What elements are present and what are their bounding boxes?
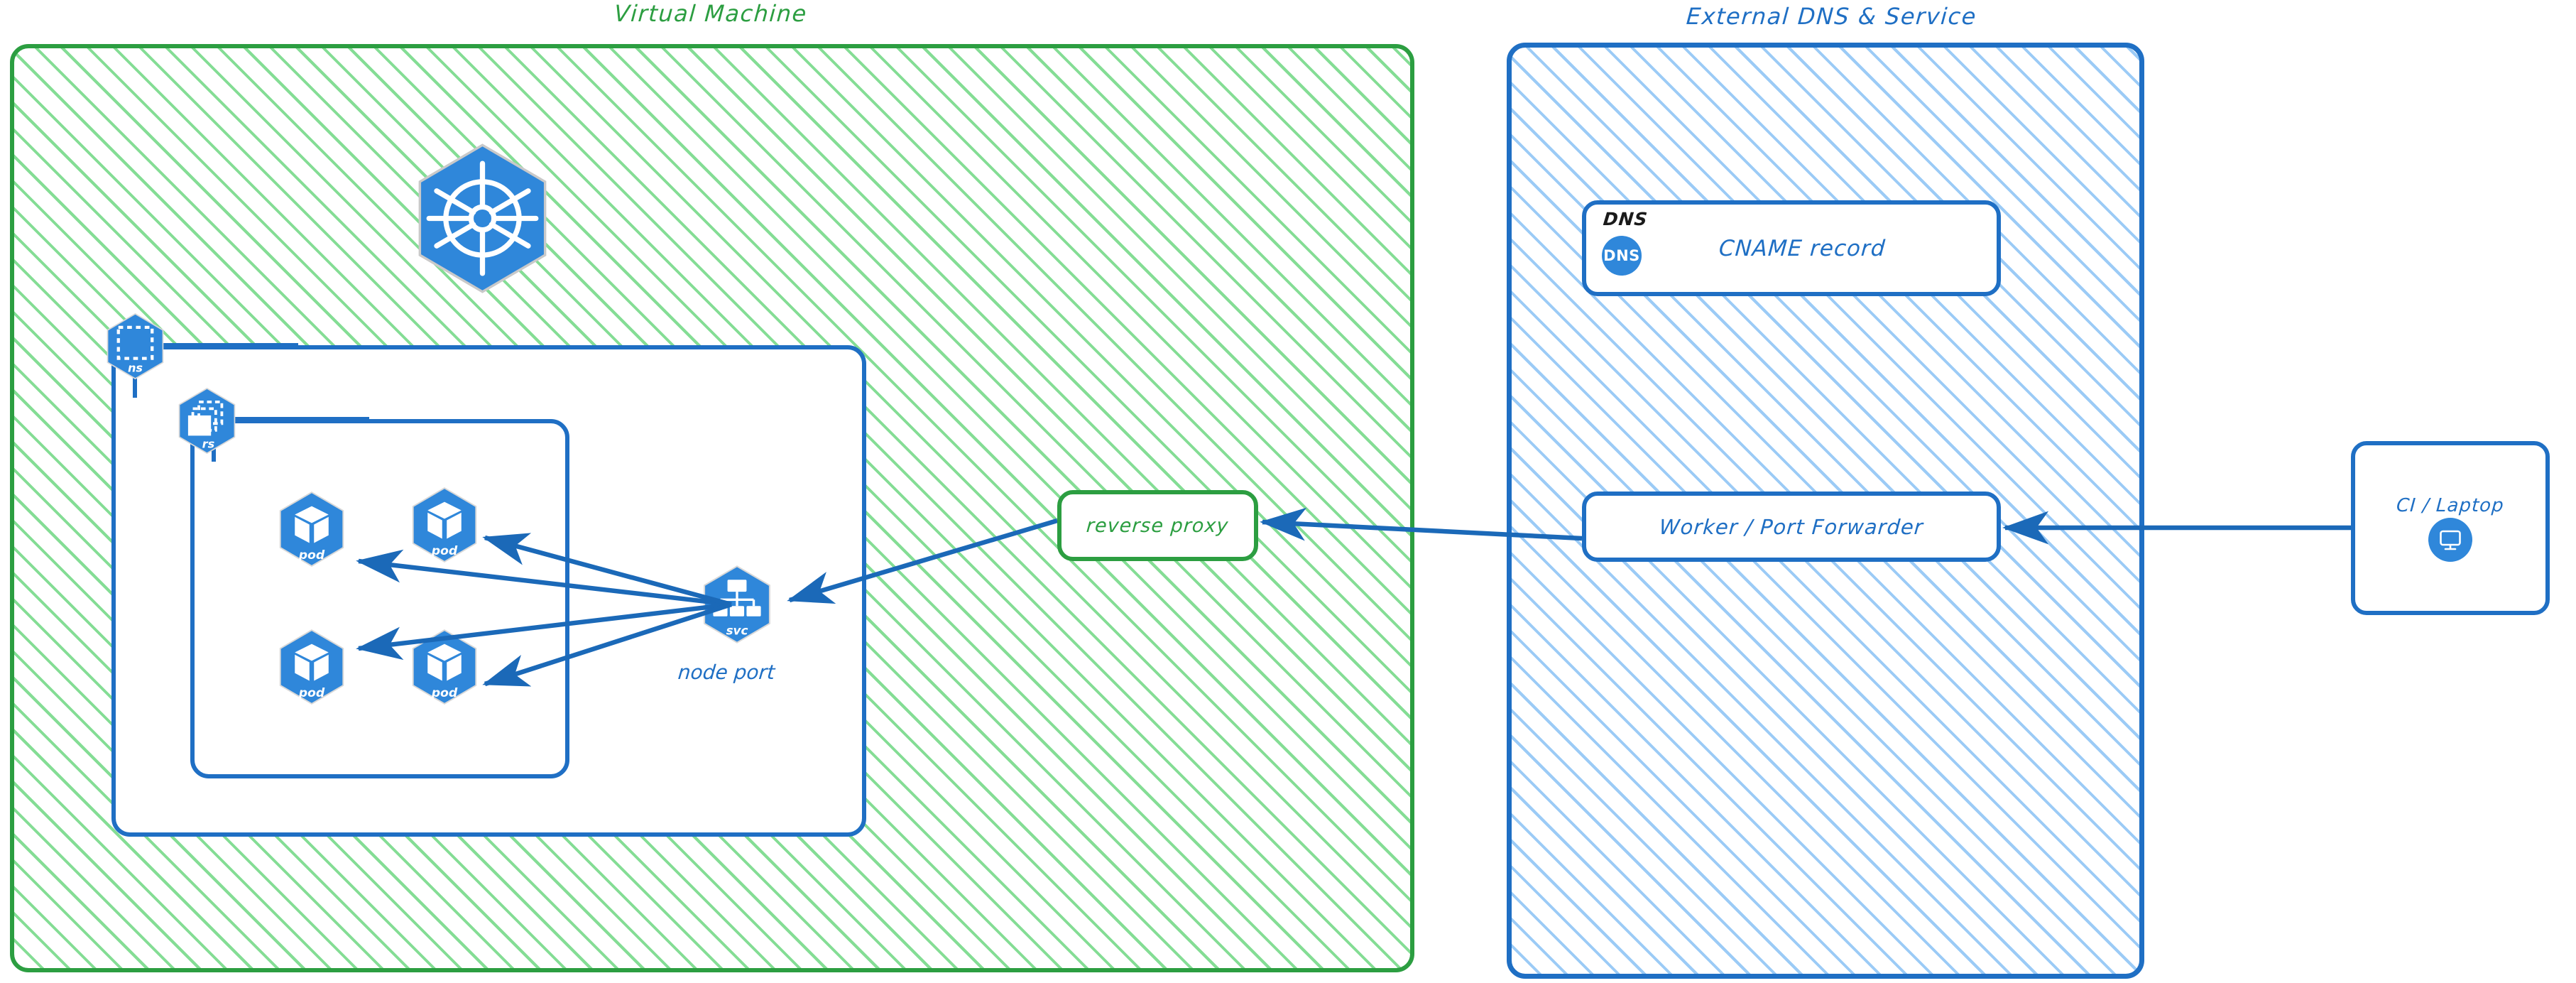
replicaset-box bbox=[190, 419, 569, 778]
external-zone-title: External DNS & Service bbox=[1685, 3, 1978, 30]
monitor-icon bbox=[2428, 517, 2472, 562]
pod-icon-2: pod bbox=[412, 487, 477, 563]
service-icon: svc bbox=[704, 565, 770, 643]
worker-label: Worker / Port Forwarder bbox=[1658, 514, 1925, 539]
namespace-icon: ns bbox=[107, 313, 164, 380]
svg-text:pod: pod bbox=[298, 686, 325, 700]
pod-icon-1: pod bbox=[279, 492, 344, 567]
pod-icon-3: pod bbox=[279, 629, 344, 705]
node-port-caption: node port bbox=[677, 661, 776, 684]
dns-icon: DNS bbox=[1602, 236, 1642, 276]
svg-text:svc: svc bbox=[726, 624, 748, 638]
svg-text:ns: ns bbox=[128, 362, 143, 375]
cname-record-label: CNAME record bbox=[1718, 235, 1887, 261]
worker-port-forwarder-node[interactable]: Worker / Port Forwarder bbox=[1582, 492, 2001, 562]
svg-text:pod: pod bbox=[298, 548, 325, 563]
pod-icon-4: pod bbox=[412, 629, 477, 705]
svg-text:rs: rs bbox=[202, 438, 215, 451]
ci-laptop-label: CI / Laptop bbox=[2396, 494, 2505, 516]
ci-laptop-node[interactable]: CI / Laptop bbox=[2351, 441, 2550, 615]
dns-record-node[interactable]: DNS DNS CNAME record bbox=[1582, 200, 2001, 296]
svg-text:pod: pod bbox=[431, 544, 458, 558]
reverse-proxy-node[interactable]: reverse proxy bbox=[1057, 490, 1258, 561]
svg-text:pod: pod bbox=[431, 686, 458, 700]
replicaset-icon: rs bbox=[178, 387, 236, 455]
reverse-proxy-label: reverse proxy bbox=[1086, 514, 1230, 537]
kubernetes-logo bbox=[418, 143, 547, 293]
dns-tag-label: DNS bbox=[1602, 209, 1649, 229]
vm-zone-title: Virtual Machine bbox=[613, 0, 809, 27]
